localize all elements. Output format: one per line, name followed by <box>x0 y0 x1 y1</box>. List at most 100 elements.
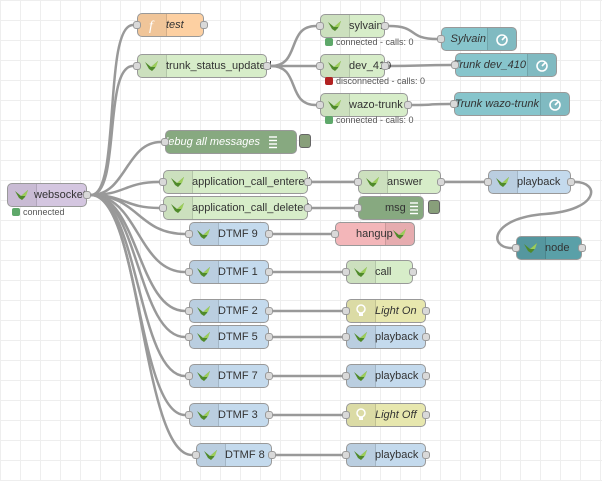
input-port[interactable] <box>342 307 350 315</box>
application-call-entered-node[interactable]: application_call_entered <box>159 170 312 194</box>
wazo-icon <box>347 444 376 466</box>
node-node[interactable]: node <box>512 236 586 260</box>
output-port[interactable] <box>422 333 430 341</box>
wire <box>496 180 593 250</box>
input-port[interactable] <box>185 411 193 419</box>
output-port[interactable] <box>422 411 430 419</box>
input-port[interactable] <box>159 178 167 186</box>
input-port[interactable] <box>161 138 169 146</box>
debug-toggle-button[interactable] <box>299 134 311 148</box>
input-port[interactable] <box>342 372 350 380</box>
input-port[interactable] <box>354 178 362 186</box>
dtmf-2-node[interactable]: DTMF 2 <box>185 299 273 323</box>
sylvain-ui-node[interactable]: Sylvain <box>437 27 517 51</box>
node-label: msg <box>385 202 406 214</box>
output-port[interactable] <box>200 21 208 29</box>
input-port[interactable] <box>484 178 492 186</box>
wire <box>411 102 451 107</box>
input-port[interactable] <box>342 333 350 341</box>
input-port[interactable] <box>185 230 193 238</box>
svg-text:f: f <box>149 19 155 33</box>
input-port[interactable] <box>450 100 458 108</box>
dtmf-3-node[interactable]: DTMF 3 <box>185 403 273 427</box>
output-port[interactable] <box>268 451 276 459</box>
output-port[interactable] <box>422 372 430 380</box>
output-port[interactable] <box>381 62 389 70</box>
playback-8-node[interactable]: playback <box>342 443 430 467</box>
light-on-node[interactable]: Light On <box>342 299 430 323</box>
node-label: Trunk wazo-trunk <box>454 98 539 110</box>
wire <box>90 193 186 378</box>
dtmf-8-node[interactable]: DTMF 8 <box>192 443 276 467</box>
msg-node[interactable]: msg <box>354 196 424 220</box>
dtmf-9-node[interactable]: DTMF 9 <box>185 222 273 246</box>
dtmf-7-node[interactable]: DTMF 7 <box>185 364 273 388</box>
output-port[interactable] <box>567 178 575 186</box>
wazo-trunk-node[interactable]: wazo-trunk <box>316 93 412 117</box>
hangup-node[interactable]: hangup <box>331 222 415 246</box>
call-node[interactable]: call <box>342 260 417 284</box>
output-port[interactable] <box>265 333 273 341</box>
playback-top-node[interactable]: playback <box>484 170 575 194</box>
output-port[interactable] <box>404 101 412 109</box>
trunk-status-updated-node[interactable]: trunk_status_updated <box>133 54 272 78</box>
input-port[interactable] <box>185 307 193 315</box>
input-port[interactable] <box>185 372 193 380</box>
input-port[interactable] <box>185 333 193 341</box>
node-label: playback <box>375 331 419 343</box>
test-node[interactable]: f test <box>133 13 208 37</box>
output-port[interactable] <box>578 244 586 252</box>
output-port[interactable] <box>265 372 273 380</box>
wire <box>388 24 438 41</box>
input-port[interactable] <box>331 230 339 238</box>
output-port[interactable] <box>422 451 430 459</box>
output-port[interactable] <box>265 411 273 419</box>
dtmf-5-node[interactable]: DTMF 5 <box>185 325 273 349</box>
sylvain-node[interactable]: sylvain <box>316 14 389 38</box>
input-port[interactable] <box>159 204 167 212</box>
dtmf-1-node[interactable]: DTMF 1 <box>185 260 273 284</box>
application-call-deleted-node[interactable]: application_call_deleted <box>159 196 312 220</box>
output-port[interactable] <box>265 268 273 276</box>
input-port[interactable] <box>316 101 324 109</box>
input-port[interactable] <box>451 61 459 69</box>
output-port[interactable] <box>265 307 273 315</box>
output-port[interactable] <box>304 204 312 212</box>
websocket-node[interactable]: websocket <box>7 183 91 207</box>
wazo-trunk-ui-node[interactable]: Trunk wazo-trunk <box>450 92 570 116</box>
answer-node[interactable]: answer <box>354 170 445 194</box>
output-port[interactable] <box>422 307 430 315</box>
playback-5-node[interactable]: playback <box>342 325 430 349</box>
input-port[interactable] <box>133 62 141 70</box>
output-port[interactable] <box>263 62 271 70</box>
input-port[interactable] <box>342 268 350 276</box>
input-port[interactable] <box>316 62 324 70</box>
output-port[interactable] <box>265 230 273 238</box>
input-port[interactable] <box>354 204 362 212</box>
input-port[interactable] <box>342 451 350 459</box>
dev-410-ui-node[interactable]: Trunk dev_410 <box>451 53 557 77</box>
input-port[interactable] <box>437 35 445 43</box>
output-port[interactable] <box>437 178 445 186</box>
status-connected-dot <box>12 208 20 216</box>
light-off-node[interactable]: Light Off <box>342 403 430 427</box>
wire <box>270 24 317 68</box>
node-label: Trunk dev_410 <box>453 59 526 71</box>
wire <box>90 193 186 339</box>
output-port[interactable] <box>409 268 417 276</box>
debug-all-messages-node[interactable]: debug all messages <box>161 130 297 154</box>
wazo-icon <box>517 237 546 259</box>
output-port[interactable] <box>381 22 389 30</box>
input-port[interactable] <box>133 21 141 29</box>
input-port[interactable] <box>512 244 520 252</box>
input-port[interactable] <box>316 22 324 30</box>
input-port[interactable] <box>185 268 193 276</box>
input-port[interactable] <box>192 451 200 459</box>
output-port[interactable] <box>83 191 91 199</box>
output-port[interactable] <box>304 178 312 186</box>
input-port[interactable] <box>342 411 350 419</box>
node-label: application_call_deleted <box>192 202 310 214</box>
playback-7-node[interactable]: playback <box>342 364 430 388</box>
dev-410-node[interactable]: dev_410 <box>316 54 391 78</box>
msg-toggle-button[interactable] <box>428 200 440 214</box>
